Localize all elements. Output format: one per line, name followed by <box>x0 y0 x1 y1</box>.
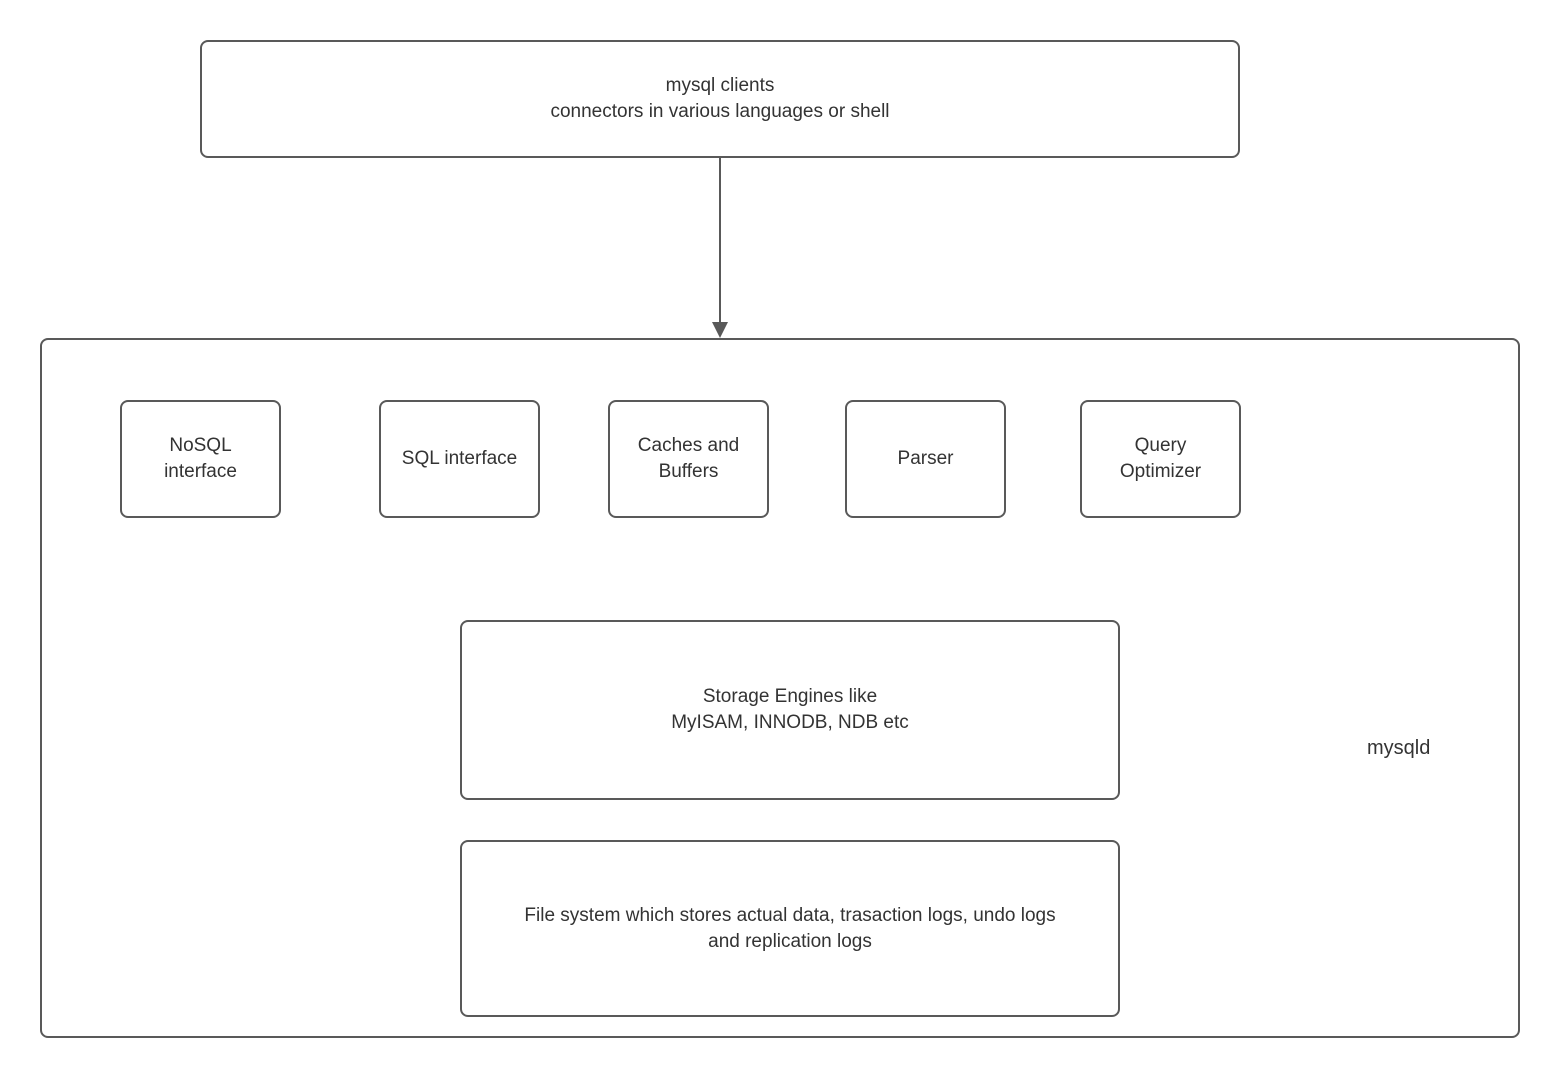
parser-label: Parser <box>897 448 954 469</box>
mysqld-label: mysqld <box>1367 737 1431 759</box>
nosql-interface-label: NoSQL interface <box>164 435 237 482</box>
storage-engines-box: Storage Engines like MyISAM, INNODB, NDB… <box>460 620 1120 800</box>
sql-interface-label: SQL interface <box>401 448 518 469</box>
sql-interface-box: SQL interface <box>379 400 540 518</box>
storage-engines-label: Storage Engines like MyISAM, INNODB, NDB… <box>671 686 909 733</box>
query-optimizer-box: Query Optimizer <box>1080 400 1241 518</box>
parser-box: Parser <box>845 400 1006 518</box>
mysql-clients-box: mysql clients connectors in various lang… <box>200 40 1240 158</box>
mysql-clients-label: mysql clients connectors in various lang… <box>550 75 890 122</box>
query-optimizer-label: Query Optimizer <box>1119 435 1202 482</box>
nosql-interface-box: NoSQL interface <box>120 400 281 518</box>
caches-buffers-box: Caches and Buffers <box>608 400 769 518</box>
down-arrow <box>712 158 728 338</box>
caches-buffers-label: Caches and Buffers <box>637 435 740 482</box>
file-system-box: File system which stores actual data, tr… <box>460 840 1120 1017</box>
file-system-label: File system which stores actual data, tr… <box>524 904 1056 952</box>
